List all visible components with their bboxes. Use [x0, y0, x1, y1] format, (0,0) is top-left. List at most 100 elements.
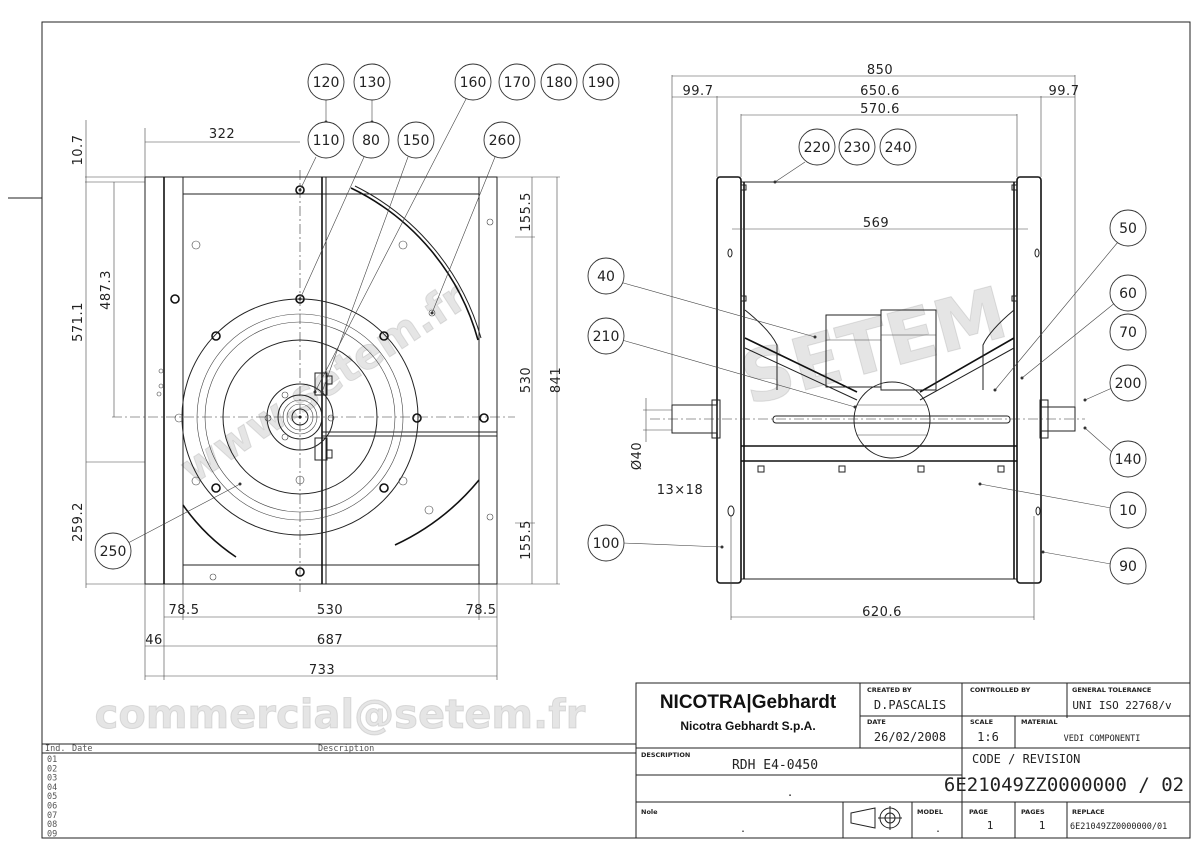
leader-dot	[313, 390, 317, 394]
balloon-label: 110	[313, 133, 340, 149]
balloon-label: 90	[1119, 559, 1137, 575]
balloon-label: 60	[1119, 286, 1137, 302]
note-value: .	[740, 824, 746, 835]
watermark-email: commercial@setem.fr	[95, 692, 586, 738]
balloon-170: 170	[498, 63, 536, 101]
balloon-80: 80	[298, 121, 390, 301]
dimension-label: 13×18	[657, 483, 703, 498]
revision-row-index: 09	[47, 829, 57, 839]
balloon-label: 230	[844, 140, 871, 156]
dimension-label: 322	[209, 127, 235, 142]
leader-line	[621, 339, 856, 408]
title-block	[41, 682, 1191, 839]
balloon-circle	[307, 121, 345, 159]
leader-line	[1084, 427, 1113, 453]
dimension-label: 530	[519, 367, 534, 393]
date-label: DATE	[867, 718, 886, 726]
leader-line	[1084, 387, 1113, 401]
leader-line	[299, 156, 365, 300]
balloon-circle	[307, 63, 345, 101]
balloon-label: 10	[1119, 503, 1137, 519]
watermark-brand: SETEM	[732, 270, 1015, 421]
balloon-label: 250	[100, 544, 127, 560]
leader-line	[979, 483, 1112, 509]
rev-header-ind: Ind.	[45, 744, 65, 754]
balloon-label: 80	[362, 133, 380, 149]
leader-line	[619, 281, 816, 338]
dimension-label: 569	[863, 216, 889, 231]
balloon-label: 240	[885, 140, 912, 156]
leader-line	[622, 542, 723, 548]
created-by-value: D.PASCALIS	[874, 698, 946, 712]
balloon-250: 250	[94, 482, 242, 570]
leader-dot	[320, 390, 324, 394]
leader-line	[1021, 301, 1117, 379]
dimension-label: 78.5	[169, 603, 200, 618]
revision-row-index: 08	[47, 820, 57, 830]
balloon-50: 50	[993, 209, 1147, 392]
watermark: www.setem.fr SETEM commercial@setem.fr	[94, 270, 1016, 739]
dimension-label: 10.7	[71, 135, 86, 166]
balloon-label: 50	[1119, 221, 1137, 237]
balloon-label: 140	[1115, 452, 1142, 468]
scale-value: 1:6	[977, 730, 999, 744]
dimension-label: 650.6	[860, 84, 900, 99]
revision-row-index: 05	[47, 792, 57, 802]
leader-dot	[298, 297, 302, 301]
leader-dot	[430, 311, 434, 315]
leader-line	[774, 161, 806, 183]
balloon-circle	[1109, 313, 1147, 351]
balloon-90: 90	[1041, 547, 1147, 585]
balloon-circle	[1109, 440, 1147, 478]
dimension-label: Ø40	[630, 442, 645, 470]
balloon-circle	[1109, 274, 1147, 312]
controlled-by-label: CONTROLLED BY	[970, 686, 1031, 694]
balloon-circle	[397, 121, 435, 159]
created-by-label: CREATED BY	[867, 686, 912, 694]
balloon-circle	[798, 128, 836, 166]
leader-dot	[298, 188, 302, 192]
leader-dot	[1083, 426, 1087, 430]
balloon-110: 110	[298, 121, 345, 192]
replace-label: REPLACE	[1072, 808, 1105, 816]
balloon-label: 180	[546, 75, 573, 91]
revision-row-index: 02	[47, 764, 57, 774]
material-value: VEDI COMPONENTI	[1064, 734, 1141, 744]
leader-dot	[853, 405, 857, 409]
dimension-label: 487.3	[99, 270, 114, 310]
balloon-140: 140	[1083, 426, 1147, 478]
scale-label: SCALE	[970, 718, 993, 726]
balloon-circle	[498, 63, 536, 101]
balloon-circle	[1109, 209, 1147, 247]
model-label: MODEL	[917, 808, 943, 816]
dimension-label: 530	[317, 603, 343, 618]
balloon-circle	[587, 317, 625, 355]
dimension-label: 850	[867, 63, 893, 78]
balloon-260: 260	[430, 121, 521, 315]
balloon-label: 70	[1119, 325, 1137, 341]
balloon-circle	[587, 524, 625, 562]
dimension-label: 99.7	[683, 84, 714, 99]
dimension-label: 155.5	[519, 520, 534, 560]
dimension-label: 571.1	[71, 302, 86, 342]
leader-line	[321, 156, 409, 393]
balloon-180: 180	[540, 63, 578, 101]
rev-header-date: Date	[72, 744, 92, 754]
pages-label: PAGES	[1021, 808, 1045, 816]
leader-dot	[773, 180, 777, 184]
balloon-circle	[483, 121, 521, 159]
leader-dot	[720, 545, 724, 549]
balloon-circle	[587, 257, 625, 295]
description-line2: .	[787, 786, 794, 799]
date-value: 26/02/2008	[874, 730, 946, 744]
dimension-label: 733	[309, 663, 335, 678]
projection-symbol-icon	[850, 806, 902, 830]
balloon-210: 210	[587, 317, 857, 409]
balloon-200: 200	[1083, 364, 1147, 402]
balloon-label: 220	[804, 140, 831, 156]
balloon-220: 220	[773, 128, 836, 184]
description-value: RDH E4-0450	[732, 758, 818, 773]
leader-dot	[993, 388, 997, 392]
